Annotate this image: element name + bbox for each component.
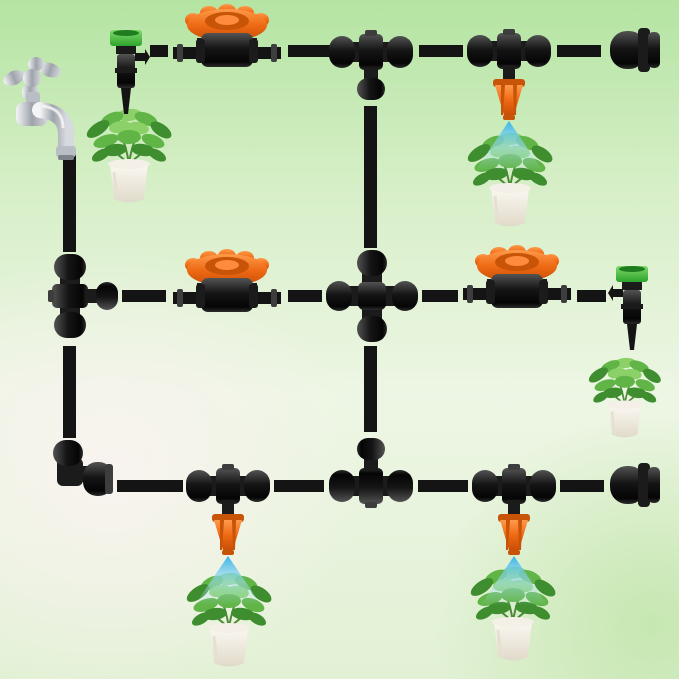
- shutoff-valve-1: [173, 4, 281, 67]
- dripper-stake-2: [608, 266, 648, 350]
- elbow-connector: [53, 440, 113, 496]
- potted-plant-3: [585, 355, 665, 439]
- tube-segment: [288, 290, 322, 302]
- potted-plant-1: [82, 106, 176, 204]
- shutoff-valve-3: [463, 245, 571, 308]
- tube-segment: [364, 106, 377, 248]
- tube-segment: [274, 480, 324, 492]
- tube-segment: [419, 45, 463, 57]
- end-cap-1: [610, 28, 660, 72]
- tube-segment: [150, 45, 168, 57]
- tube-segment: [63, 152, 76, 252]
- tube-segment: [577, 290, 606, 302]
- tube-segment: [63, 346, 76, 438]
- tee-connector-3: [329, 438, 413, 508]
- cross-connector: [326, 250, 418, 342]
- end-cap-2: [610, 463, 660, 507]
- tee-connector-2: [48, 254, 118, 338]
- shutoff-valve-2: [173, 249, 281, 312]
- tube-segment: [364, 346, 377, 432]
- tube-segment: [122, 290, 166, 302]
- dripper-stake-1: [110, 30, 150, 114]
- tube-segment: [418, 480, 468, 492]
- tube-segment: [288, 45, 334, 57]
- tube-segment: [422, 290, 458, 302]
- tee-connector-1: [329, 30, 413, 100]
- tubing-network: [63, 45, 606, 492]
- tube-segment: [117, 480, 183, 492]
- tube-segment: [560, 480, 604, 492]
- tee-sprayer-2: [186, 464, 270, 606]
- tube-segment: [557, 45, 601, 57]
- faucet: [1, 57, 76, 160]
